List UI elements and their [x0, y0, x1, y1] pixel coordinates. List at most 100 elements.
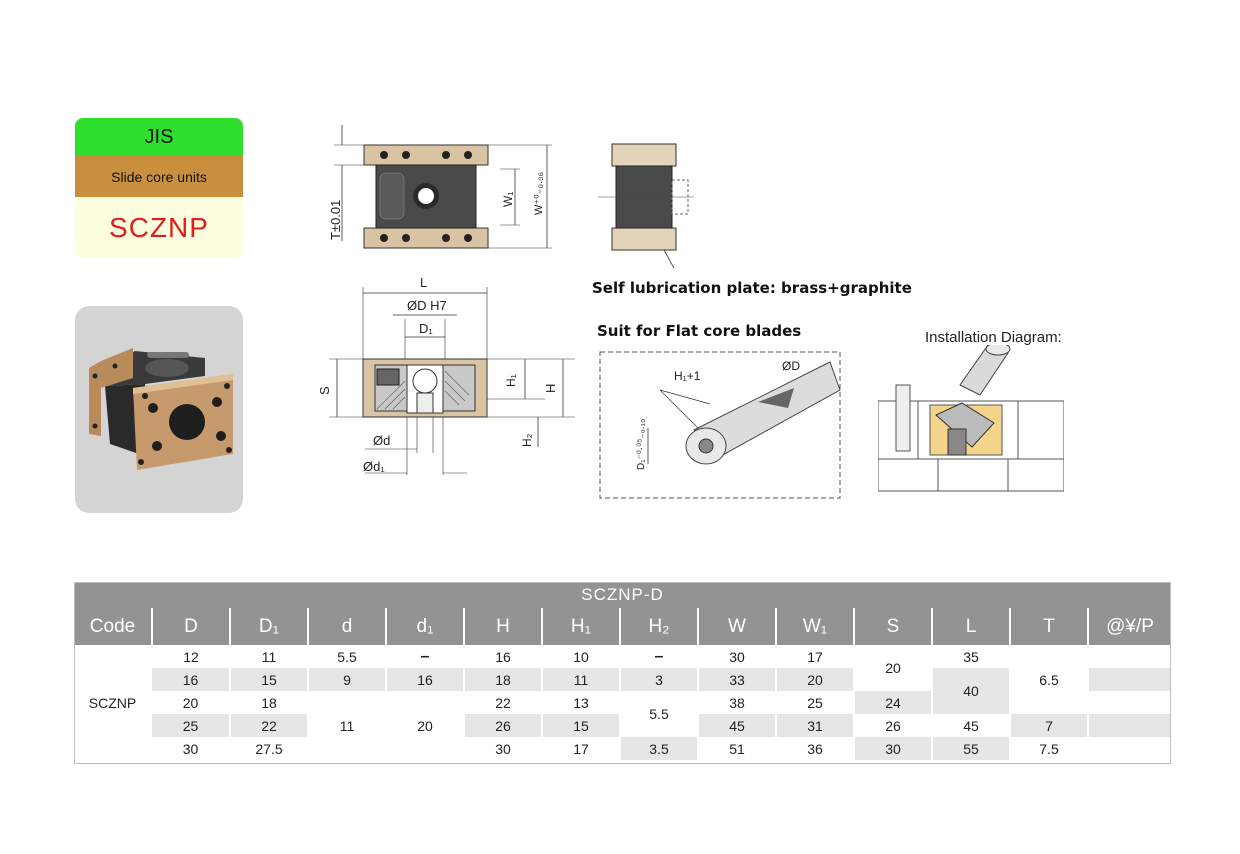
table-cell: 3	[619, 668, 698, 691]
l-dim-label: L	[420, 275, 427, 290]
table-cell: 20	[152, 691, 230, 714]
table-cell: 6.5	[1009, 645, 1088, 714]
table-row: 30 27.5 30 17 3.5 51 36 30 55 7.5	[74, 737, 1172, 760]
table-cell: 26	[853, 714, 932, 737]
price-cell	[1086, 737, 1172, 760]
header-price: @¥/P	[1086, 608, 1172, 645]
header-small-d: d	[307, 608, 386, 645]
table-cell: 3.5	[619, 737, 698, 760]
table-cell: 51	[697, 737, 776, 760]
header-l: L	[931, 608, 1010, 645]
table-cell: 13	[541, 691, 620, 714]
table-cell: 31	[775, 714, 854, 737]
table-cell: 55	[931, 737, 1010, 760]
header-w1: W₁	[775, 608, 854, 645]
table-cell: 7.5	[1009, 737, 1088, 760]
category-label: Slide core units	[75, 156, 243, 197]
code-cell: SCZNP	[74, 645, 152, 760]
table-cell: 11	[229, 645, 308, 668]
table-cell: 24	[853, 691, 932, 714]
table-cell: 17	[541, 737, 620, 760]
table-cell: 5.5	[307, 645, 386, 668]
table-cell: –	[619, 645, 698, 668]
table-cell: 40	[931, 668, 1010, 714]
side-view-drawing	[598, 143, 694, 268]
header-h1: H₁	[541, 608, 620, 645]
s-dim-label: S	[317, 386, 332, 395]
table-cell: 25	[775, 691, 854, 714]
table-cell: 20	[385, 691, 464, 760]
product-label-card: JIS Slide core units SCZNP	[75, 118, 243, 258]
t-tolerance-label: T±0.01	[328, 200, 343, 240]
small-d1-dim-label: Ød₁	[363, 459, 385, 474]
price-cell	[1086, 645, 1172, 668]
table-cell: 30	[697, 645, 776, 668]
small-d-dim-label: Ød	[373, 433, 390, 448]
table-cell: 27.5	[229, 737, 308, 760]
table-cell: 16	[385, 668, 464, 691]
table-cell: 17	[775, 645, 854, 668]
h2-dim-label: H₂	[520, 433, 534, 447]
table-title: SCZNP-D	[74, 582, 1172, 608]
table-cell: 25	[152, 714, 230, 737]
table-cell: 16	[463, 645, 542, 668]
standard-badge: JIS	[75, 118, 243, 156]
table-cell: 15	[229, 668, 308, 691]
table-cell: 11	[541, 668, 620, 691]
table-cell: 45	[931, 714, 1010, 737]
product-photo	[75, 306, 243, 513]
top-view-drawing: T±0.01 W₁ W⁺⁰₋₀.₀₆	[328, 125, 552, 249]
table-row: 16 15 9 16 18 11 3 33 20 40	[74, 668, 1172, 714]
price-cell	[1086, 714, 1172, 737]
od-h7-label: ØD H7	[407, 298, 447, 313]
header-w: W	[697, 608, 776, 645]
h1-dim-label: H₁	[504, 374, 518, 387]
installation-caption: Installation Diagram:	[925, 329, 1062, 346]
header-small-d1: d₁	[385, 608, 464, 645]
table-cell: 20	[775, 668, 854, 691]
header-s: S	[853, 608, 932, 645]
table-cell: 18	[463, 668, 542, 691]
header-code: Code	[74, 608, 152, 645]
table-cell: 33	[697, 668, 776, 691]
table-cell: 15	[541, 714, 620, 737]
table-cell: 22	[229, 714, 308, 737]
table-row: 25 22 26 15 45 31 26 45 7	[74, 714, 1172, 737]
w1-label: W₁	[501, 192, 515, 207]
table-cell: 30	[853, 737, 932, 760]
table-cell: –	[385, 645, 464, 668]
table-cell: 9	[307, 668, 386, 691]
table-cell: 30	[152, 737, 230, 760]
d1-dim-label: D₁	[419, 321, 433, 336]
spec-table: SCZNP-D Code D D₁ d d₁ H H₁ H₂ W W₁ S L …	[74, 582, 1172, 760]
header-h: H	[463, 608, 542, 645]
lubrication-caption: Self lubrication plate: brass+graphite	[592, 279, 912, 297]
table-cell: 20	[853, 645, 932, 691]
product-code: SCZNP	[75, 197, 243, 258]
d1-tolerance-label: D₁⁻⁰·⁰⁵₋₀.₁₀	[636, 419, 647, 470]
price-cell	[1086, 668, 1172, 691]
table-cell: 45	[697, 714, 776, 737]
header-d1: D₁	[229, 608, 308, 645]
table-cell: 36	[775, 737, 854, 760]
table-cell: 35	[931, 645, 1010, 668]
blade-diameter-label: ØD	[782, 359, 800, 373]
header-d: D	[151, 608, 230, 645]
w-tolerance-label: W⁺⁰₋₀.₀₆	[533, 172, 545, 215]
h-dim-label: H	[543, 384, 558, 393]
table-cell: 26	[463, 714, 542, 737]
table-cell: 22	[463, 691, 542, 714]
installation-diagram	[878, 345, 1064, 492]
table-row: SCZNP 12 11 5.5 – 16 10 – 30 17 20 35 6.…	[74, 645, 1172, 760]
table-cell: 38	[697, 691, 776, 714]
h1-plus-label: H₁+1	[674, 369, 701, 383]
table-cell: 18	[229, 691, 308, 714]
suit-caption: Suit for Flat core blades	[597, 322, 802, 340]
table-cell: 7	[1009, 714, 1088, 737]
table-cell: 16	[152, 668, 230, 691]
header-t: T	[1009, 608, 1088, 645]
price-cell	[1086, 691, 1172, 714]
section-view-drawing: L ØD H7 D₁ S H₁ H H₂ Ød Ød₁	[317, 275, 575, 475]
table-cell: 10	[541, 645, 620, 668]
table-row: 20 18 11 20 22 13 5.5 38 25 24	[74, 691, 1172, 760]
